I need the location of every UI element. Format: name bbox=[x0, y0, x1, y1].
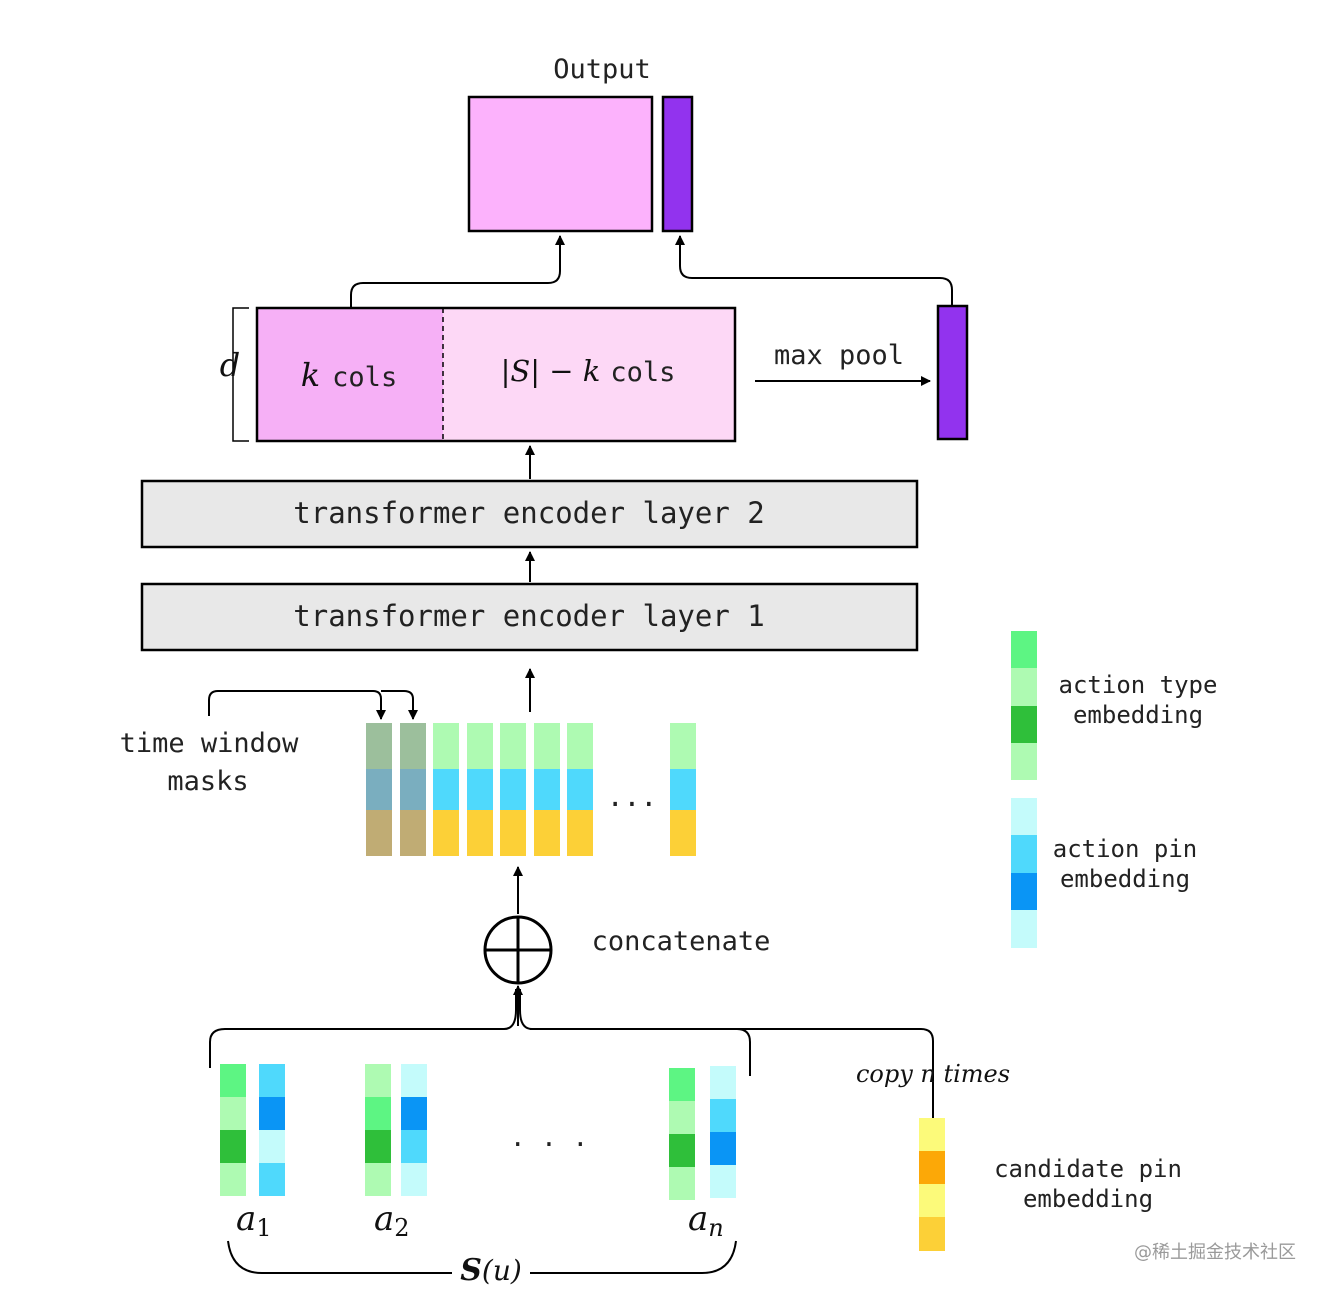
legend-action-pin-swatch bbox=[1011, 798, 1037, 948]
watermark: @稀土掘金技术社区 bbox=[1134, 1242, 1296, 1263]
action-1-label: a1 bbox=[236, 1199, 272, 1242]
d-label: d bbox=[220, 346, 240, 384]
concatenate-label: concatenate bbox=[592, 926, 771, 957]
sequence-column-4 bbox=[467, 723, 493, 856]
action-n-label: an bbox=[688, 1199, 724, 1242]
rest-cols-block bbox=[443, 308, 735, 441]
actions-ellipsis: . . . bbox=[510, 1123, 588, 1153]
encoder-layer-2-label: transformer encoder layer 2 bbox=[293, 496, 764, 530]
legend-action-type-line1: action type bbox=[1059, 671, 1218, 699]
sequence-column-last bbox=[670, 723, 696, 856]
encoder-layer-1-label: transformer encoder layer 1 bbox=[293, 599, 764, 633]
action-2-type-embedding bbox=[365, 1064, 391, 1196]
sequence-column-5 bbox=[500, 723, 526, 856]
mask-arrow-2 bbox=[381, 690, 418, 720]
legend-action-pin-line2: embedding bbox=[1060, 865, 1190, 893]
sequence-brace-left bbox=[227, 1240, 452, 1274]
sequence-column-6 bbox=[534, 723, 560, 856]
action-2-label: a2 bbox=[374, 1199, 410, 1242]
hidden-matrix bbox=[255, 306, 737, 443]
legend-action-type-line2: embedding bbox=[1073, 701, 1203, 729]
action-1-pin-embedding bbox=[259, 1064, 285, 1196]
encoder-layer-2 bbox=[140, 479, 919, 549]
output-pooled-vector bbox=[661, 95, 694, 233]
legend-candidate-pin-swatch bbox=[919, 1118, 945, 1251]
sequence-column-7 bbox=[567, 723, 593, 856]
max-pool-label: max pool bbox=[774, 340, 904, 371]
output-label: Output bbox=[553, 54, 651, 85]
mask-arrow-1 bbox=[208, 690, 386, 720]
d-bracket bbox=[232, 307, 249, 442]
actions-brace bbox=[209, 989, 751, 1076]
legend-candidate-pin-line1: candidate pin bbox=[994, 1155, 1182, 1183]
sequence-column-3 bbox=[433, 723, 459, 856]
legend-action-type-swatch bbox=[1011, 631, 1037, 780]
action-2-pin-embedding bbox=[401, 1064, 427, 1196]
sequence-label: S(u) bbox=[460, 1253, 522, 1288]
action-n-type-embedding bbox=[669, 1068, 695, 1200]
masked-column-1 bbox=[366, 723, 392, 856]
time-window-label-line1: time window bbox=[120, 728, 300, 759]
candidate-copy-line bbox=[530, 1028, 934, 1098]
pooled-vector bbox=[936, 304, 969, 441]
k-cols-block bbox=[257, 308, 443, 441]
sequence-ellipsis: ... bbox=[607, 780, 658, 813]
output-matrix bbox=[467, 95, 654, 233]
legend-action-pin-line1: action pin bbox=[1053, 835, 1198, 863]
action-1-type-embedding bbox=[220, 1064, 246, 1196]
pool-to-output-arrow bbox=[675, 235, 953, 306]
copy-n-times-label: copy n times bbox=[856, 1060, 1010, 1088]
sequence-brace-right bbox=[530, 1240, 737, 1274]
concatenate-icon bbox=[483, 915, 553, 985]
encoder-layer-1 bbox=[140, 582, 919, 652]
action-n-pin-embedding bbox=[710, 1066, 736, 1198]
legend-candidate-pin-line2: embedding bbox=[1023, 1185, 1153, 1213]
k-cols-to-output-arrow bbox=[350, 235, 565, 310]
time-window-label-line2: masks bbox=[167, 766, 248, 797]
masked-column-2 bbox=[400, 723, 426, 856]
